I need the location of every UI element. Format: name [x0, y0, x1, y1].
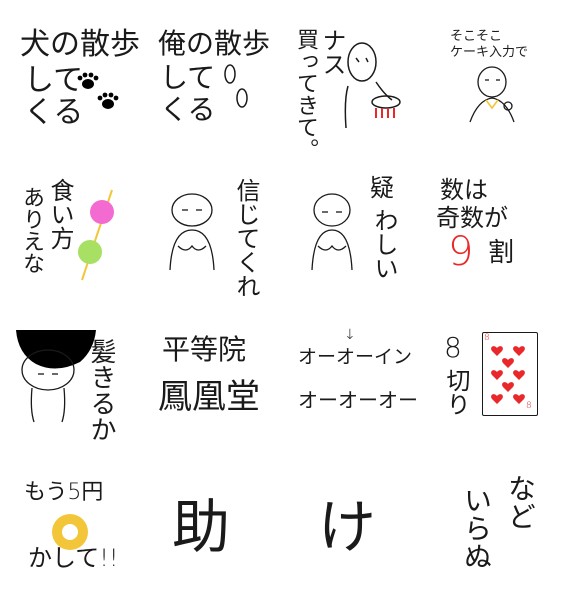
sticker-text: くる [160, 93, 216, 126]
sticker-text: け [318, 493, 377, 561]
sticker-believe-me[interactable]: 信じてくれ [142, 150, 282, 300]
sticker-text: オーオーイン [298, 346, 413, 368]
sticker-text: くる [24, 95, 84, 130]
coin-icon [52, 514, 88, 550]
sticker-text: ケーキ入力で [450, 45, 529, 60]
sticker-text: 信じてくれ [232, 178, 260, 298]
sticker-text: かして!! [28, 544, 119, 572]
sticker-haircut[interactable]: 髪きるか [0, 300, 140, 450]
footprint-icon [224, 64, 248, 108]
sticker-text: もう5円 [24, 480, 104, 505]
sticker-text: そこそこ [450, 29, 503, 44]
sticker-text: 買ってきて。 [293, 28, 318, 150]
sticker-text: 髪きるか [86, 338, 116, 442]
person-icon [16, 330, 96, 423]
sticker-byodoin[interactable]: 平等院 鳳凰堂 [142, 300, 282, 450]
sticker-five-yen[interactable]: もう5円 かして!! [0, 450, 140, 600]
sticker-text: して [24, 63, 84, 98]
sticker-text: ナス [318, 28, 346, 76]
sticker-text: 犬の散歩 [20, 27, 140, 62]
sticker-text: 疑 [370, 174, 394, 202]
sticker-text: 数は [440, 176, 488, 204]
sticker-text: 平等院 [162, 333, 247, 366]
sticker-red-number: 9 [448, 229, 474, 275]
sticker-text: 食い方 [46, 178, 74, 250]
sticker-way-of-eating[interactable]: 食い方 ありえな [0, 150, 140, 300]
sticker-nado-iranu[interactable]: など いらぬ [422, 450, 562, 600]
paw-print-icon [77, 72, 119, 109]
sticker-my-walk[interactable]: 俺の散歩 して くる [142, 0, 282, 150]
sticker-text: オーオーオー [298, 388, 418, 412]
playing-card [482, 332, 538, 416]
sticker-dog-walk[interactable]: 犬の散歩 して くる [0, 0, 140, 150]
person-icon [169, 193, 215, 271]
sticker-suspicious[interactable]: 疑 わしい [284, 150, 424, 300]
sticker-text: して [160, 61, 216, 94]
sticker-text: 切り [442, 368, 470, 416]
dango-icon [78, 189, 114, 281]
sticker-text: など [504, 474, 537, 530]
person-with-pan-icon [344, 42, 401, 129]
sticker-text: いらぬ [460, 486, 493, 570]
sticker-odd-numbers[interactable]: 数は 奇数が 9 割 [422, 150, 562, 300]
person-icon [311, 193, 353, 271]
sticker-text: 8 [444, 331, 462, 364]
sticker-eight-cut[interactable]: 8 切り 8 8 [422, 300, 562, 450]
sticker-text: 奇数が [436, 204, 508, 232]
sticker-text: 助 [172, 493, 231, 561]
sticker-help-1[interactable]: 助 [142, 450, 282, 600]
sticker-help-2[interactable]: け [284, 450, 424, 600]
sticker-cake[interactable]: そこそこ ケーキ入力で [422, 0, 562, 150]
sticker-text: わしい [370, 208, 398, 280]
sticker-text: 鳳凰堂 [158, 377, 260, 417]
person-icon [469, 66, 515, 123]
sticker-text: ありえな [19, 186, 44, 274]
card-rank: 8 [484, 333, 490, 343]
sticker-arrow: ↓ [344, 327, 356, 343]
sticker-text: 割 [488, 238, 515, 268]
card-rank: 8 [526, 401, 532, 411]
sticker-text: 俺の散歩 [158, 27, 271, 60]
sticker-oh-oh[interactable]: ↓ オーオーイン オーオーオー [284, 300, 424, 450]
sticker-buy-eggplant[interactable]: ナス 買ってきて。 [284, 0, 424, 150]
heart-icon [491, 346, 525, 404]
